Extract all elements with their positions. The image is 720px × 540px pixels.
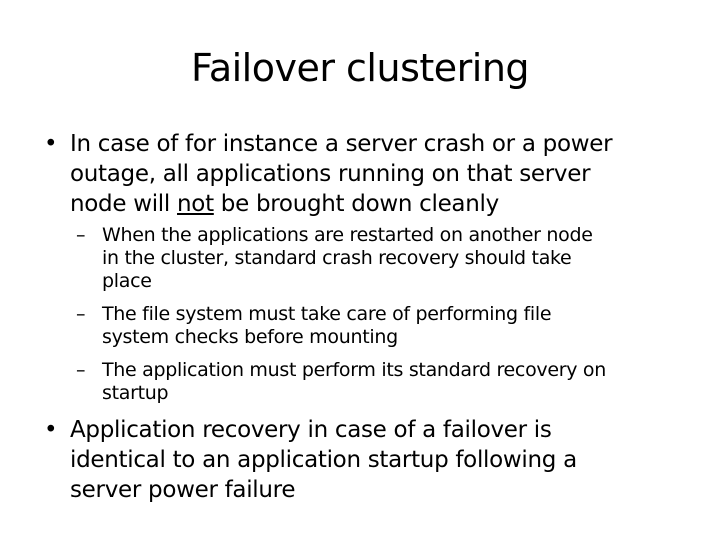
sub-bullet-1-line-1: When the applications are restarted on a…: [102, 224, 593, 246]
bullet-marker: •: [44, 417, 58, 443]
sub-bullet-marker: –: [76, 224, 86, 246]
bullet-2-line-1: Application recovery in case of a failov…: [70, 417, 552, 443]
slide-title: Failover clustering: [190, 46, 530, 90]
sub-bullet-3-line-1: The application must perform its standar…: [102, 359, 606, 381]
sub-bullet-1-line-3: place: [102, 270, 152, 292]
bullet-1-line-1: In case of for instance a server crash o…: [70, 131, 613, 157]
bullet-2-line-3: server power failure: [70, 477, 296, 503]
bullet-1-text-end: be brought down cleanly: [213, 191, 499, 217]
bullet-2-line-2: identical to an application startup foll…: [70, 447, 577, 473]
bullet-1-text: node will: [70, 191, 178, 217]
sub-bullet-1-line-2: in the cluster, standard crash recovery …: [102, 247, 572, 269]
sub-bullet-2-line-2: system checks before mounting: [102, 326, 398, 348]
bullet-1-line-2: outage, all applications running on that…: [70, 161, 591, 187]
sub-bullet-2-line-1: The file system must take care of perfor…: [102, 303, 552, 325]
sub-bullet-marker: –: [76, 303, 86, 325]
sub-bullet-marker: –: [76, 359, 86, 381]
bullet-1-emphasis: not: [177, 191, 214, 217]
bullet-marker: •: [44, 131, 58, 157]
bullet-1-line-3: node will not be brought down cleanly: [70, 189, 499, 219]
sub-bullet-3-line-2: startup: [102, 382, 169, 404]
